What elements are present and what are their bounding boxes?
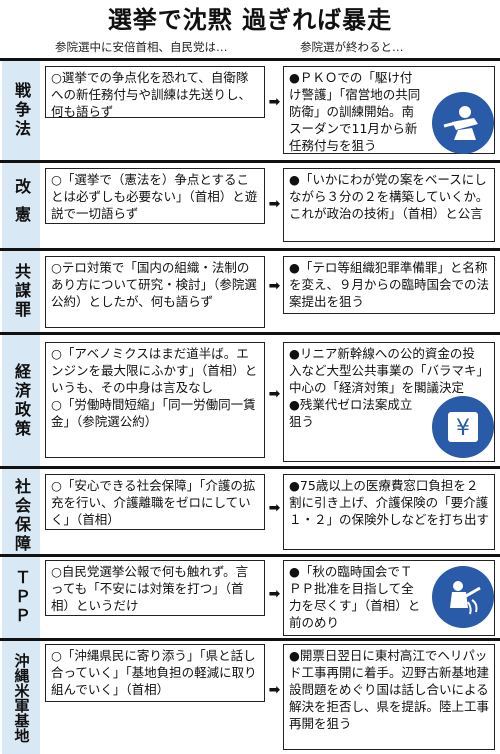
left-cell: ○「沖縄県民に寄り添う」「県と話し合っていく」「基地負担の軽減に取り組んでいく」… [45,644,265,702]
svg-text:¥: ¥ [456,416,470,441]
arrow-icon: ➡ [268,278,281,294]
arrow-icon: ➡ [268,196,281,212]
left-text: ○「安心できる社会保障」「介護の拡充を行い、介護離職をゼロにしていく」（首相） [51,478,256,527]
arrow-icon: ➡ [268,386,281,402]
right-text: ●「テロ等組織犯罪準備罪」と名称を変え、９月からの臨時国会での法案提出を狙う [289,260,490,309]
row-tpp: ＴＰＰ ○自民党選挙公報で何も触れず。言っても「不安には対策を打つ」（首相）とい… [0,554,500,638]
row-okinawa-bases: 沖縄米軍基地 ○「沖縄県民に寄り添う」「県と話し合っていく」「基地負担の軽減に取… [0,638,500,754]
category-text: 共謀罪 [12,263,31,320]
yen-icon: ¥ [432,396,494,458]
left-cell: ○テロ対策で「国内の組織・法制のあり方について研究・検討」（参院選公約）としたが… [45,256,265,328]
page-title: 選挙で沈黙 過ぎれば暴走 [107,6,393,34]
right-cell: ●「いかにわが党の案をベースにしながら３分の２を構築していくか。これが政治の技術… [283,168,495,242]
arrow-icon: ➡ [268,586,281,602]
left-text: ○自民党選挙公報で何も触れず。言っても「不安には対策を打つ」（首相）というだけ [51,564,249,613]
row-conspiracy: 共謀罪 ○テロ対策で「国内の組織・法制のあり方について研究・検討」（参院選公約）… [0,248,500,332]
category-text: 社会保障 [12,477,31,554]
left-cell: ○「安心できる社会保障」「介護の拡充を行い、介護離職をゼロにしていく」（首相） [45,474,265,530]
category-label: ＴＰＰ [2,557,40,638]
row-divider [0,554,500,557]
row-divider [0,58,500,61]
row-war-law: 戦争法 ○選挙での争点化を恐れて、自衛隊への新任務付与や訓練は先送りし、何も語ら… [0,58,500,160]
right-cell: ●「テロ等組織犯罪準備罪」と名称を変え、９月からの臨時国会での法案提出を狙う [283,256,495,314]
category-text: ＴＰＰ [12,569,31,626]
right-cell: ●開票日翌日に東村高江でヘリパッド工事再開に着手。辺野古新基地建設問題をめぐり国… [283,644,495,750]
row-divider [0,160,500,163]
arrow-icon: ➡ [268,682,281,698]
left-cell: ○自民党選挙公報で何も触れず。言っても「不安には対策を打つ」（首相）というだけ [45,560,265,616]
category-label: 戦争法 [2,61,40,160]
category-text: 経済政策 [12,362,31,439]
row-constitution: 改憲 ○「選挙で（憲法を）争点とすることは必ずしも必要ない」（首相）と遊説で一切… [0,160,500,248]
row-social-security: 社会保障 ○「安心できる社会保障」「介護の拡充を行い、介護離職をゼロにしていく」… [0,466,500,562]
right-text: ●「秋の臨時国会でＴＰＰ批准を目指して全力を尽くす」（首相）と前のめり [289,564,421,630]
right-text: ●開票日翌日に東村高江でヘリパッド工事再開に着手。辺野古新基地建設問題をめぐり国… [289,648,490,731]
soldier-icon [432,92,494,154]
left-cell: ○選挙での争点化を恐れて、自衛隊への新任務付与や訓練は先送りし、何も語らず [45,66,265,119]
row-divider [0,638,500,641]
right-text: ●リニア新幹線への公的資金の投入など大型公共事業の「バラマキ」中心の「経済対策」… [289,346,483,395]
right-text: ●「いかにわが党の案をベースにしながら３分の２を構築していくか。これが政治の技術… [289,172,489,221]
row-economy: 経済政策 ○「アベノミクスはまだ道半ば。エンジンを最大限にふかす」（首相）という… [0,332,500,466]
category-label: 社会保障 [2,469,40,562]
left-text: ○「アベノミクスはまだ道半ば。エンジンを最大限にふかす」（首相）というも、その中… [51,346,258,395]
header-right: 参院選が終わると… [300,40,404,54]
row-divider [0,248,500,251]
right-text: ●75歳以上の医療費窓口負担を２割に引き上げ、介護保険の「要介護１・２」の保険外… [289,478,490,527]
category-label: 共謀罪 [2,251,40,332]
row-divider [0,332,500,335]
left-text: ○選挙での争点化を恐れて、自衛隊への新任務付与や訓練は先送りし、何も語らず [51,70,252,119]
arrow-icon: ➡ [268,94,281,110]
left-text: ○テロ対策で「国内の組織・法制のあり方について研究・検討」（参院選公約）としたが… [51,260,257,309]
right-text: ●残業代ゼロ法案成立狙う [289,397,413,429]
category-label: 沖縄米軍基地 [2,641,40,754]
arrow-icon: ➡ [268,500,281,516]
right-cell: ●75歳以上の医療費窓口負担を２割に引き上げ、介護保険の「要介護１・２」の保険外… [283,474,495,550]
right-text: ●ＰＫＯでの「駆け付け警護」「宿営地の共同防衛」の訓練開始。南スーダンで11月か… [289,70,421,153]
header-left: 参院選中に安倍首相、自民党は… [55,40,228,54]
category-label: 改憲 [2,163,40,248]
category-text: 戦争法 [12,82,31,139]
category-text: 改憲 [12,177,31,234]
farmer-icon [432,566,494,628]
left-text: ○「沖縄県民に寄り添う」「県と話し合っていく」「基地負担の軽減に取り組んでいく」… [51,648,257,697]
left-cell: ○「選挙で（憲法を）争点とすることは必ずしも必要ない」（首相）と遊説で一切語らず [45,168,265,224]
left-cell: ○「アベノミクスはまだ道半ば。エンジンを最大限にふかす」（首相）というも、その中… [45,342,265,458]
category-label: 経済政策 [2,335,40,466]
category-text: 沖縄米軍基地 [12,652,31,743]
row-divider [0,466,500,469]
left-text: ○「労働時間短縮」「同一労働同一賃金」（参院選公約） [51,397,256,429]
left-text: ○「選挙で（憲法を）争点とすることは必ずしも必要ない」（首相）と遊説で一切語らず [51,172,258,221]
comparison-table: 戦争法 ○選挙での争点化を恐れて、自衛隊への新任務付与や訓練は先送りし、何も語ら… [0,58,500,754]
